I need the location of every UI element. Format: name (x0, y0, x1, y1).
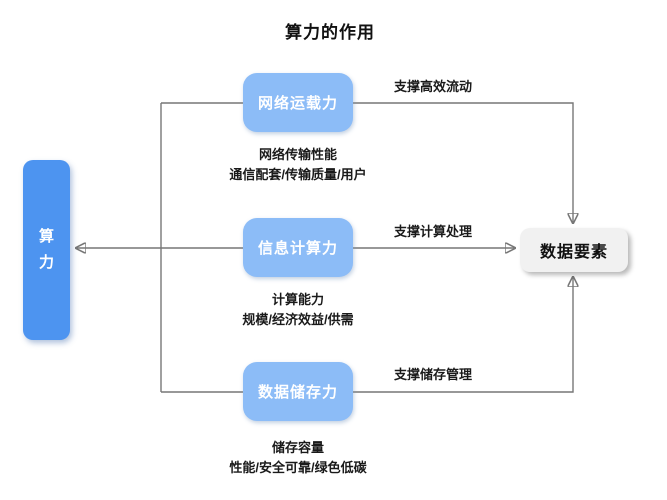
capability-node-storage-label: 数据储存力 (257, 384, 338, 401)
source-node: 算力 (23, 160, 70, 340)
desc-network-line2: 通信配套/传输质量/用户 (229, 167, 367, 182)
capability-node-computing: 信息计算力 (243, 218, 353, 277)
desc-computing-line2: 规模/经济效益/供需 (242, 312, 354, 327)
capability-node-computing-label: 信息计算力 (257, 240, 338, 257)
arrow-label-efficient-flow: 支撑高效流动 (393, 79, 472, 94)
arrow-label-compute-processing: 支撑计算处理 (393, 224, 472, 239)
desc-storage-line1: 储存容量 (271, 440, 324, 455)
desc-computing-line1: 计算能力 (271, 292, 324, 307)
target-node: 数据要素 (520, 228, 628, 272)
capability-node-network-label: 网络运载力 (257, 95, 338, 112)
capability-node-network: 网络运载力 (243, 73, 353, 132)
arrow-label-storage-management: 支撑储存管理 (393, 367, 472, 382)
source-node-label: 算力 (38, 228, 54, 271)
desc-storage: 储存容量 性能/安全可靠/绿色低碳 (178, 438, 418, 478)
diagram-title: 算力的作用 (285, 23, 375, 42)
desc-network-line1: 网络传输性能 (258, 147, 337, 162)
capability-node-storage: 数据储存力 (243, 362, 353, 421)
desc-network: 网络传输性能 通信配套/传输质量/用户 (178, 145, 418, 185)
target-node-label: 数据要素 (539, 244, 608, 261)
desc-computing: 计算能力 规模/经济效益/供需 (178, 290, 418, 330)
desc-storage-line2: 性能/安全可靠/绿色低碳 (229, 460, 367, 475)
